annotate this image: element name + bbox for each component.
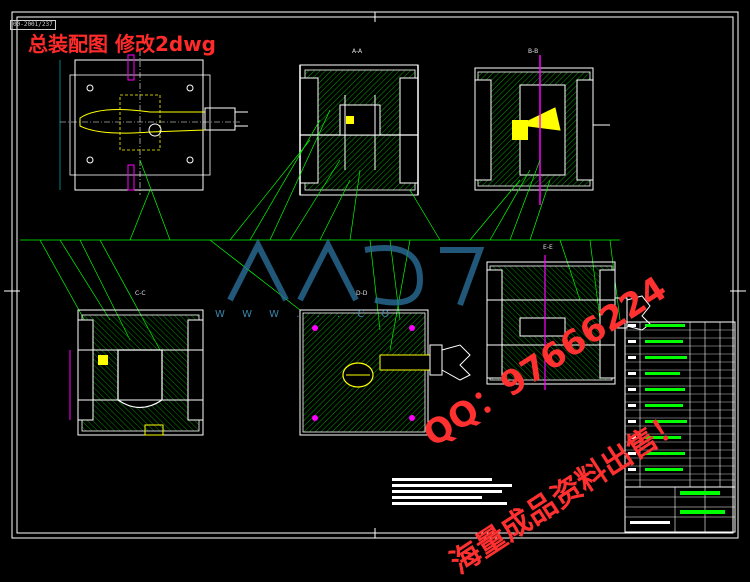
mold-assembly-drawing [4,11,746,539]
parts-list-table [624,321,736,488]
title-block [624,486,736,533]
label-section-ee: E-E [543,244,553,251]
technical-notes [392,478,512,505]
overlay-title: 总装配图 修改2dwg [28,32,216,56]
drawing-number-tag: 00-2001/237 [10,20,56,30]
label-section-cc: C-C [135,290,146,297]
section-view-ee [486,255,651,390]
watermark-site: W W W . . . C O [215,309,397,320]
cad-drawing-viewport: 00-2001/237 总装配图 修改2dwg A-A B-B C-C D-D … [4,11,746,582]
label-section-bb: B-B [528,48,539,55]
section-view-dd [299,309,471,436]
plan-view-top [59,50,248,195]
section-view-cc [69,309,204,436]
label-section-dd: D-D [356,290,368,297]
watermark-logo [227,238,485,307]
label-section-aa: A-A [352,48,363,55]
section-view-bb [474,55,610,205]
